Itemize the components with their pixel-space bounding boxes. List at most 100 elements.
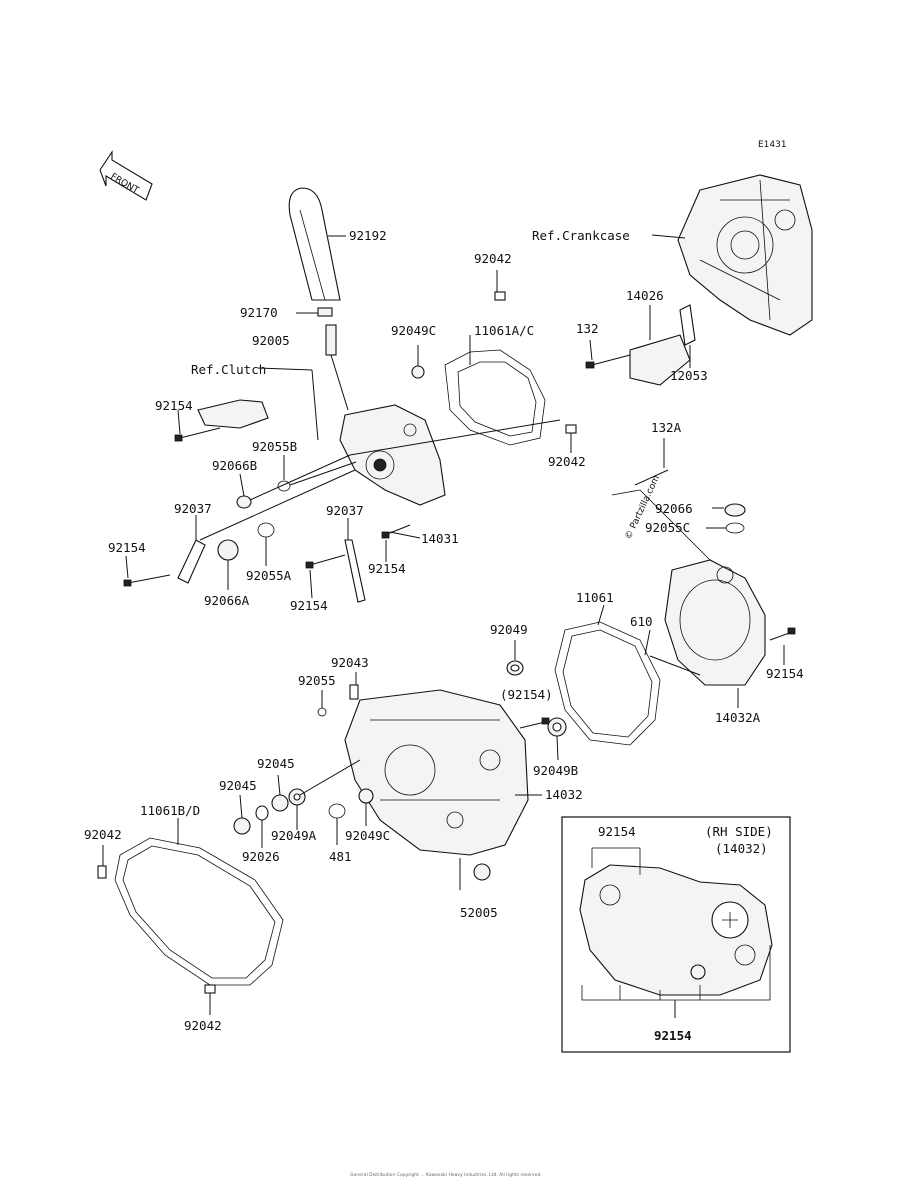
plug-92037-center — [344, 518, 366, 603]
label-92037-left: 92037 — [174, 501, 212, 516]
o-ring-92055 — [317, 690, 327, 717]
bolt-92154-paren — [519, 717, 550, 729]
bearing-92045-a — [271, 774, 289, 812]
oil-seal-92049c — [411, 345, 425, 379]
label-92043: 92043 — [331, 655, 369, 670]
bolt-132 — [585, 339, 631, 369]
dowel-pin-92042-lower-left — [97, 845, 107, 879]
dowel-pin-92043 — [349, 672, 359, 700]
bolt-92154-left — [123, 555, 171, 587]
label-92045-upper: 92045 — [257, 756, 295, 771]
pin-610 — [644, 629, 701, 676]
label-11061bd: 11061B/D — [140, 803, 200, 818]
label-ref-clutch: Ref.Clutch — [191, 362, 266, 377]
o-ring-92055b — [277, 455, 291, 492]
label-92066: 92066 — [655, 501, 693, 516]
label-92042-bottom: 92042 — [184, 1018, 222, 1033]
label-14032a: 14032A — [715, 710, 761, 725]
cap-92066b — [236, 473, 252, 509]
inset-label-92154-top: 92154 — [598, 824, 636, 839]
label-92037-center: 92037 — [326, 503, 364, 518]
label-92005: 92005 — [252, 333, 290, 348]
bracket-14026 — [629, 305, 691, 386]
clutch-reference-illustration — [197, 367, 319, 441]
plug-92037-left — [177, 515, 206, 584]
label-14026: 14026 — [626, 288, 664, 303]
label-14031: 14031 — [421, 531, 459, 546]
label-92042-right: 92042 — [548, 454, 586, 469]
label-ref-crankcase: Ref.Crankcase — [532, 228, 630, 243]
label-52005: 52005 — [460, 905, 498, 920]
inset-title-line2: (14032) — [715, 841, 768, 856]
label-92026: 92026 — [242, 849, 280, 864]
label-12053: 12053 — [670, 368, 708, 383]
label-11061: 11061 — [576, 590, 614, 605]
label-92154-upper-left: 92154 — [155, 398, 193, 413]
label-92066b: 92066B — [212, 458, 257, 473]
label-92049b: 92049B — [533, 763, 578, 778]
label-92066a: 92066A — [204, 593, 250, 608]
label-92154-center-b: 92154 — [368, 561, 406, 576]
clamp-92170 — [296, 307, 333, 317]
clutch-cover-14032a — [664, 559, 766, 686]
label-610: 610 — [630, 614, 653, 629]
inset-rh-side-box — [561, 816, 791, 1053]
label-92049: 92049 — [490, 622, 528, 637]
label-92055: 92055 — [298, 673, 336, 688]
label-92055a: 92055A — [246, 568, 292, 583]
label-92045-lower: 92045 — [219, 778, 257, 793]
label-132a: 132A — [651, 420, 682, 435]
bearing-92045-b — [233, 794, 251, 835]
label-92042-lower-left: 92042 — [84, 827, 122, 842]
label-92049a: 92049A — [271, 828, 317, 843]
hose-92192 — [288, 187, 346, 301]
dowel-pin-92042-top — [494, 270, 506, 301]
right-crankcase-cover-14032 — [344, 689, 529, 856]
copyright-footer: General Distribution Copyright ... Kawas… — [350, 1172, 542, 1178]
label-481: 481 — [329, 849, 352, 864]
cap-92066 — [712, 503, 746, 517]
diagram-code: E1431 — [758, 140, 787, 150]
gasket-11061ac — [444, 335, 546, 446]
bolt-92154-upper-left — [174, 409, 221, 442]
stud-bolt-132a — [611, 438, 711, 561]
label-92154-center-a: 92154 — [290, 598, 328, 613]
cap-52005 — [459, 858, 491, 890]
crankcase-reference-illustration — [651, 174, 813, 336]
seal-92049a — [288, 788, 306, 830]
label-92170: 92170 — [240, 305, 278, 320]
bolt-92154-center-b — [381, 524, 411, 562]
label-92154-right: 92154 — [766, 666, 804, 681]
circlip-481 — [328, 803, 346, 845]
label-132: 132 — [576, 321, 599, 336]
label-11061ac: 11061A/C — [474, 323, 534, 338]
dowel-pin-92042-bottom — [204, 984, 216, 1015]
bolt-92154-center-a — [305, 554, 346, 599]
label-92042-top: 92042 — [474, 251, 512, 266]
dowel-pin-92042-right — [565, 424, 577, 453]
label-92049c: 92049C — [391, 323, 436, 338]
inset-title-line1: (RH SIDE) — [705, 824, 773, 839]
gasket-11061 — [554, 604, 661, 746]
inset-label-92154-bottom: 92154 — [654, 1028, 692, 1043]
label-92049c-lower: 92049C — [345, 828, 390, 843]
o-ring-92055a — [257, 522, 275, 566]
water-pump-cover — [339, 404, 446, 506]
part-12053 — [679, 304, 696, 368]
label-92192: 92192 — [349, 228, 387, 243]
label-92055b: 92055B — [252, 439, 297, 454]
label-92055c: 92055C — [645, 520, 690, 535]
cap-92066a — [217, 539, 239, 590]
fitting-92005 — [325, 324, 349, 411]
bolt-92154-right — [769, 627, 796, 665]
oil-seal-92049b — [547, 717, 567, 761]
washer-92026 — [255, 805, 269, 848]
oil-seal-92049 — [506, 640, 524, 676]
seal-92049c-lower — [358, 788, 374, 826]
o-ring-92055c — [706, 522, 745, 534]
gasket-11061bd — [114, 818, 284, 986]
label-92154-left: 92154 — [108, 540, 146, 555]
label-92154-paren: (92154) — [500, 687, 553, 702]
